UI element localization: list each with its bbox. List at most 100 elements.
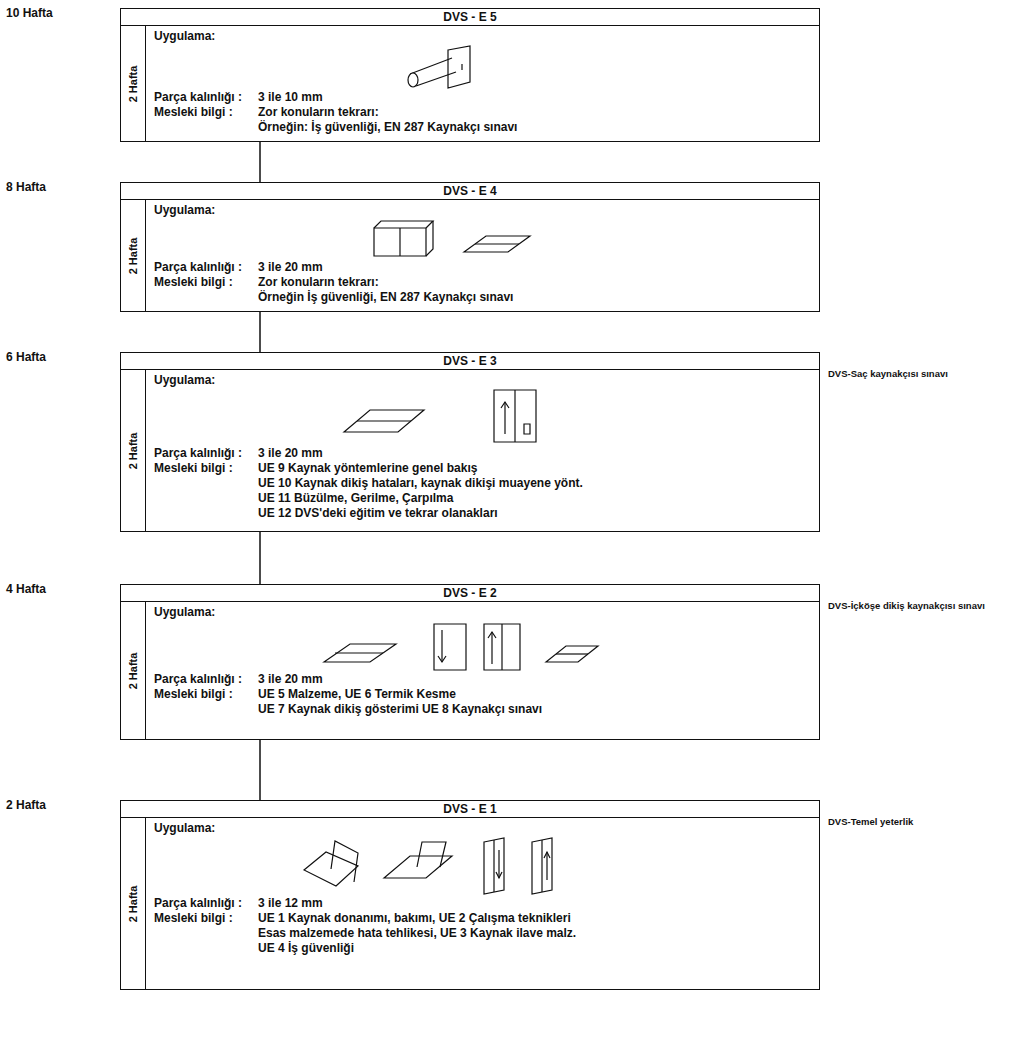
duration-strip: 2 Hafta bbox=[121, 26, 146, 141]
field-label: Parça kalınlığı : bbox=[154, 446, 258, 461]
duration-strip: 2 Hafta bbox=[121, 602, 146, 739]
sketch-stroke bbox=[324, 644, 396, 662]
section-label: Uygulama: bbox=[154, 821, 811, 836]
field-value: 3 ile 12 mm bbox=[258, 896, 323, 911]
knowledge-item: UE 11 Büzülme, Gerilme, Çarpılma bbox=[258, 491, 583, 506]
box-header: DVS - E 2 bbox=[121, 585, 819, 602]
sketch-stroke bbox=[344, 410, 424, 432]
section-label: Uygulama: bbox=[154, 203, 811, 218]
knowledge-row: Mesleki bilgi :Zor konuların tekrarı:Örn… bbox=[154, 275, 811, 305]
sketch-stroke bbox=[501, 402, 509, 408]
weld-sketch bbox=[154, 620, 794, 672]
knowledge-item: Zor konuların tekrarı: bbox=[258, 105, 517, 120]
field-label: Parça kalınlığı : bbox=[154, 90, 258, 105]
week-label: 8 Hafta bbox=[6, 180, 46, 194]
knowledge-item: UE 10 Kaynak dikiş hataları, kaynak diki… bbox=[258, 476, 583, 491]
box-header: DVS - E 3 bbox=[121, 353, 819, 370]
course-box: DVS - E 5 2 Hafta Uygulama: Parça kalınlığı… bbox=[120, 8, 820, 142]
sketch-stroke bbox=[484, 838, 504, 894]
sketch-stroke bbox=[461, 64, 462, 70]
section-label: Uygulama: bbox=[154, 605, 811, 620]
sketch-stroke bbox=[532, 838, 552, 894]
sketch-stroke bbox=[496, 872, 502, 878]
sketch-stroke bbox=[426, 221, 433, 256]
weld-sketch bbox=[154, 44, 794, 90]
box-header: DVS - E 4 bbox=[121, 183, 819, 200]
knowledge-item: UE 1 Kaynak donanımı, bakımı, UE 2 Çalış… bbox=[258, 911, 576, 926]
sketch-stroke bbox=[335, 652, 383, 653]
course-box: DVS - E 32 Hafta Uygulama: Parça kalınlığı… bbox=[120, 352, 820, 532]
sketch-stroke bbox=[541, 840, 542, 892]
sketch-stroke bbox=[493, 840, 494, 892]
sketch-stroke bbox=[438, 656, 446, 662]
sketch-stroke bbox=[464, 236, 530, 252]
knowledge-item: UE 7 Kaynak dikiş gösterimi UE 8 Kaynakç… bbox=[258, 702, 542, 717]
box-body: Uygulama:Parça kalınlığı :3 ile 20 mmMes… bbox=[146, 200, 819, 309]
field-label: Parça kalınlığı : bbox=[154, 260, 258, 275]
field-value: 3 ile 10 mm bbox=[258, 90, 323, 105]
sketch-stroke bbox=[494, 390, 536, 442]
sketch-stroke bbox=[374, 221, 433, 228]
thickness-row: Parça kalınlığı :3 ile 20 mm bbox=[154, 446, 811, 461]
course-box: DVS - E 2 2 Hafta Uygulama: Parça kalınlığı… bbox=[120, 584, 820, 740]
weld-illustration bbox=[154, 44, 811, 90]
exam-note: DVS-İçköşe dikiş kaynakçısı sınavı bbox=[828, 600, 985, 611]
week-label: 10 Hafta bbox=[6, 6, 53, 20]
box-body: Uygulama: Parça kalınlığı :3 ile 12 mmMes… bbox=[146, 818, 819, 960]
flow-connector bbox=[259, 532, 261, 584]
knowledge-row: Mesleki bilgi :UE 9 Kaynak yöntemlerine … bbox=[154, 461, 811, 521]
sketch-stroke bbox=[524, 424, 530, 434]
knowledge-list: Zor konuların tekrarı:Örneğin: İş güvenl… bbox=[258, 105, 517, 135]
field-label: Mesleki bilgi : bbox=[154, 105, 258, 135]
box-header: DVS - E 5 bbox=[121, 9, 819, 26]
sketch-stroke bbox=[488, 632, 496, 638]
box-header: DVS - E 1 bbox=[121, 801, 819, 818]
duration-strip: 2 Hafta bbox=[121, 370, 146, 531]
weld-sketch bbox=[154, 388, 794, 446]
knowledge-list: Zor konuların tekrarı:Örneğin İş güvenli… bbox=[258, 275, 513, 305]
field-label: Mesleki bilgi : bbox=[154, 687, 258, 717]
sketch-stroke bbox=[441, 630, 442, 662]
box-body: Uygulama: Parça kalınlığı :3 ile 20 mmMes… bbox=[146, 370, 819, 525]
sketch-stroke bbox=[498, 850, 499, 878]
course-box: DVS - E 42 HaftaUygulama:Parça kalınlığı… bbox=[120, 182, 820, 312]
box-body: Uygulama: Parça kalınlığı :3 ile 10 mmMes… bbox=[146, 26, 819, 139]
weld-illustration bbox=[154, 836, 811, 896]
duration-text: 2 Hafta bbox=[127, 885, 139, 922]
knowledge-row: Mesleki bilgi :UE 1 Kaynak donanımı, bak… bbox=[154, 911, 811, 956]
flow-connector bbox=[259, 312, 261, 352]
duration-text: 2 Hafta bbox=[127, 65, 139, 102]
knowledge-list: UE 1 Kaynak donanımı, bakımı, UE 2 Çalış… bbox=[258, 911, 576, 956]
week-label: 2 Hafta bbox=[6, 798, 46, 812]
sketch-stroke bbox=[357, 420, 411, 421]
sketch-stroke bbox=[331, 841, 358, 882]
week-label: 6 Hafta bbox=[6, 350, 46, 364]
section-label: Uygulama: bbox=[154, 29, 811, 44]
sketch-stroke bbox=[546, 646, 598, 662]
knowledge-row: Mesleki bilgi :Zor konuların tekrarı:Örn… bbox=[154, 105, 811, 135]
sketch-stroke bbox=[448, 46, 470, 88]
field-value: 3 ile 20 mm bbox=[258, 672, 323, 687]
knowledge-item: UE 5 Malzeme, UE 6 Termik Kesme bbox=[258, 687, 542, 702]
knowledge-item: Esas malzemede hata tehlikesi, UE 3 Kayn… bbox=[258, 926, 576, 941]
sketch-stroke bbox=[514, 390, 515, 442]
field-label: Mesleki bilgi : bbox=[154, 461, 258, 521]
box-body: Uygulama: Parça kalınlığı :3 ile 20 mmMes… bbox=[146, 602, 819, 721]
weld-illustration bbox=[154, 218, 811, 260]
sketch-stroke bbox=[484, 624, 520, 670]
thickness-row: Parça kalınlığı :3 ile 20 mm bbox=[154, 672, 811, 687]
duration-text: 2 Hafta bbox=[127, 652, 139, 689]
flow-connector bbox=[259, 740, 261, 800]
flow-connector bbox=[259, 142, 261, 182]
sketch-stroke bbox=[434, 624, 466, 670]
sketch-stroke bbox=[556, 653, 588, 654]
section-label: Uygulama: bbox=[154, 373, 811, 388]
knowledge-item: Zor konuların tekrarı: bbox=[258, 275, 513, 290]
sketch-stroke bbox=[546, 852, 547, 880]
sketch-stroke bbox=[475, 243, 519, 244]
sketch-stroke bbox=[399, 228, 400, 256]
field-label: Mesleki bilgi : bbox=[154, 911, 258, 956]
knowledge-row: Mesleki bilgi :UE 5 Malzeme, UE 6 Termik… bbox=[154, 687, 811, 717]
field-label: Parça kalınlığı : bbox=[154, 896, 258, 911]
